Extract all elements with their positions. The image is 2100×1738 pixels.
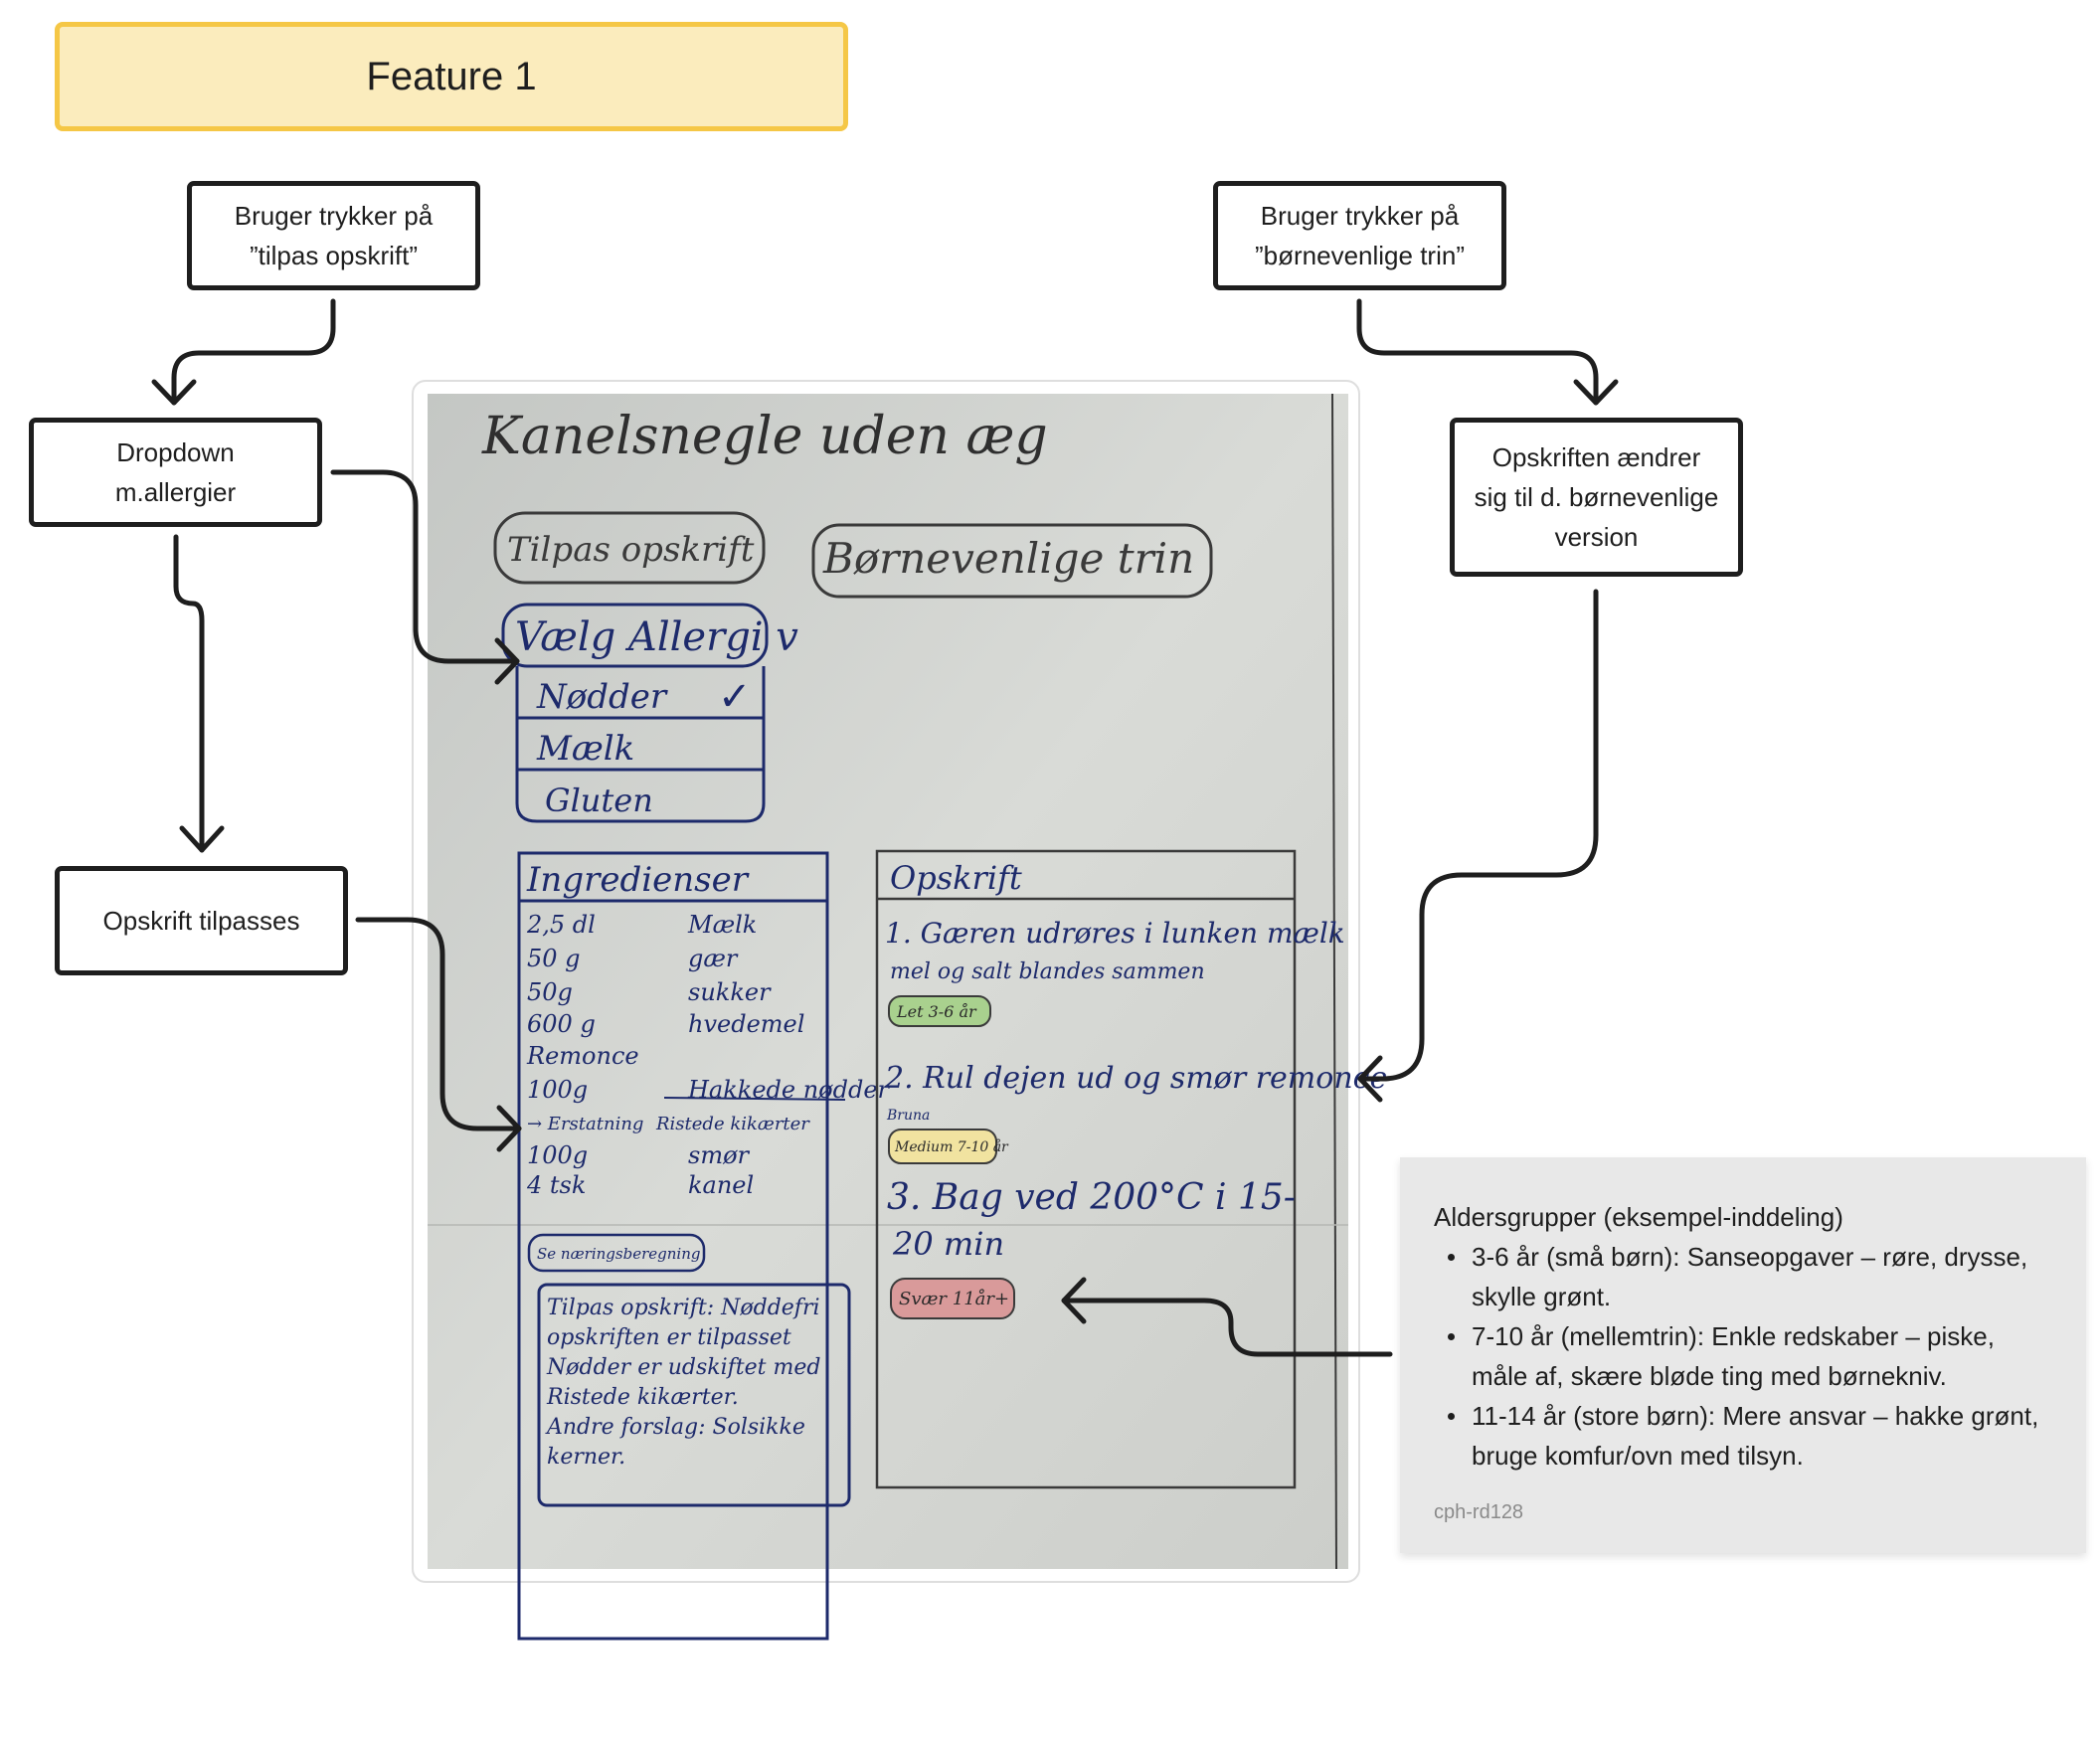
arrowhead-tilpasses-icon (179, 825, 225, 853)
sketch-allergy-option-gluten: Gluten (545, 782, 653, 819)
sketch-allergy-option-nodder: Nødder (536, 677, 668, 717)
sketch-ingredient-name: hvedemel (688, 1010, 804, 1038)
sketch-ingredient-qty: 600 g (527, 1010, 596, 1038)
sketch-step-1: 1. Gæren udrøres i lunken mælk (885, 917, 1345, 950)
sketch-tilpas-button-outline (493, 511, 766, 585)
sketch-allergy-select-label: Vælg Allergi v (515, 614, 798, 660)
arrow-dropdown-to-sketch-select (330, 469, 520, 664)
sketch-boerne-button-outline (811, 523, 1213, 599)
sketch-step-3-tag-label: Svær 11år+ (899, 1288, 1009, 1309)
sketch-ingredient-name: kanel (688, 1171, 754, 1199)
sketch-step-3-sub: 20 min (892, 1225, 1004, 1263)
sketch-ingredient-name: smør (688, 1141, 751, 1169)
boerne-result-box: Opskriften ændrer sig til d. børnevenlig… (1450, 418, 1743, 577)
note-item-middle-children: 7-10 år (mellemtrin): Enkle redskaber – … (1434, 1316, 2054, 1396)
sketch-adjust-note-line: Nødder er udskiftet med (546, 1355, 820, 1380)
arrowhead-ingredients-icon (496, 1105, 522, 1152)
note-title: Aldersgrupper (eksempel-inddeling) (1434, 1202, 1843, 1232)
sketch-ingredient-name: sukker (688, 978, 772, 1006)
arrow-result-to-step2 (1357, 589, 1599, 1082)
sketch-ingredient-name: gær (688, 945, 739, 972)
sketch-ingredient-qty: 2,5 dl (526, 911, 596, 939)
sketch-step-3: 3. Bag ved 200°C i 15- (887, 1177, 1296, 1218)
sketch-ingredient-qty: → Erstatning (527, 1114, 643, 1134)
sketch-adjust-note (537, 1283, 851, 1507)
sketch-tilpas-button-label: Tilpas opskrift (507, 530, 755, 570)
sketch-ingredients-header: Ingredienser (526, 860, 750, 900)
sketch-ingredient-qty: 4 tsk (526, 1171, 586, 1199)
feature-title: Feature 1 (366, 54, 537, 98)
sketch-allergy-option-maelk: Mælk (536, 729, 634, 769)
sketch-step-2: 2. Rul dejen ud og smør remonce (884, 1061, 1387, 1096)
dropdown-allergier-box: Dropdown m.allergier (29, 418, 322, 527)
sketch-ingredient-qty: 100g (527, 1141, 588, 1169)
sketch-adjust-note-line: opskriften er tilpasset (547, 1325, 791, 1350)
sketch-ingredient-qty: 50 g (527, 945, 581, 972)
sketch-adjust-note-line: Tilpas opskrift: Nøddefri (547, 1296, 820, 1320)
sketch-ingredient-rows: 2,5 dl Mælk 50 g gær 50g sukker 600 g hvedemelR… (526, 911, 891, 1199)
sketch-ingredient-qty: 50g (527, 978, 573, 1006)
sketch-adjust-note-line: kerner. (547, 1445, 625, 1470)
sketch-ingredient-name: Mælk (687, 911, 757, 939)
sketch-step-2-tag (888, 1129, 997, 1164)
boerne-trigger-box: Bruger trykker på ”børnevenlige trin” (1213, 181, 1506, 290)
age-groups-note: Aldersgrupper (eksempel-inddeling) 3-6 å… (1400, 1157, 2086, 1553)
arrowhead-result-icon (1573, 379, 1619, 406)
sketch-boerne-button-label: Børnevenlige trin (822, 534, 1194, 583)
arrowhead-step2-icon (1357, 1055, 1383, 1103)
opskrift-tilpasses-box: Opskrift tilpasses (55, 866, 348, 975)
arrowhead-sketch-select-icon (494, 637, 520, 685)
sketch-allergy-select-outline (501, 603, 769, 668)
sketch-step-1-tag-label: Let 3-6 år (896, 1002, 977, 1021)
sketch-adjust-note-lines: Tilpas opskrift: Nøddefri opskriften er t… (545, 1296, 820, 1470)
sketch-drawing: Kanelsnegle uden æg Tilpas opskrift Børn… (428, 393, 1387, 1641)
arrow-dropdown-to-tilpasses (173, 534, 205, 853)
sketch-photo: Kanelsnegle uden æg Tilpas opskrift Børn… (428, 393, 1387, 1641)
sketch-recipe-header: Opskrift (890, 859, 1022, 897)
sketch-nutrition-button (527, 1233, 706, 1273)
sketch-recipe-title: Kanelsnegle uden æg (481, 407, 1048, 466)
sketch-step-2-tag-label: Medium 7-10 år (894, 1138, 1009, 1155)
arrow-tilpas-to-dropdown (171, 298, 336, 406)
sketch-nutrition-label: Se næringsberegning (537, 1245, 700, 1263)
sketch-allergy-check-icon: ✓ (718, 674, 752, 720)
note-list: 3-6 år (små børn): Sanseopgaver – røre, … (1434, 1237, 2054, 1476)
sketch-ingredient-qty: 100g (527, 1076, 588, 1104)
arrowhead-step3-icon (1061, 1277, 1087, 1324)
sketch-ingredient-qty: Remonce (526, 1042, 639, 1070)
sketch-ingredient-name: Ristede kikærter (655, 1114, 810, 1134)
feature-title-card: Feature 1 (55, 22, 848, 131)
note-author: cph-rd128 (1434, 1501, 1524, 1523)
sketch-ingredients-panel (517, 851, 829, 1641)
sketch-step-3-tag (890, 1278, 1015, 1319)
sketch-adjust-note-line: Ristede kikærter. (546, 1385, 739, 1410)
arrow-tilpasses-to-ingredients (355, 917, 522, 1131)
tilpas-trigger-box: Bruger trykker på ”tilpas opskrift” (187, 181, 480, 290)
sketch-step-1-tag (888, 995, 991, 1027)
sketch-step-2-sub: Bruna (886, 1108, 930, 1124)
sketch-adjust-note-line: Andre forslag: Solsikke (545, 1415, 805, 1440)
note-item-older-children: 11-14 år (store børn): Mere ansvar – hak… (1434, 1396, 2054, 1476)
sketch-step-1-sub: mel og salt blandes sammen (890, 959, 1205, 984)
sketch-photo-frame: Kanelsnegle uden æg Tilpas opskrift Børn… (412, 380, 1387, 1641)
arrow-boerne-to-result (1356, 298, 1599, 406)
sketch-recipe-panel (875, 849, 1297, 1489)
note-item-small-children: 3-6 år (små børn): Sanseopgaver – røre, … (1434, 1237, 2054, 1316)
arrow-note-to-step3 (1061, 1298, 1393, 1357)
arrowhead-dropdown-icon (151, 379, 197, 406)
